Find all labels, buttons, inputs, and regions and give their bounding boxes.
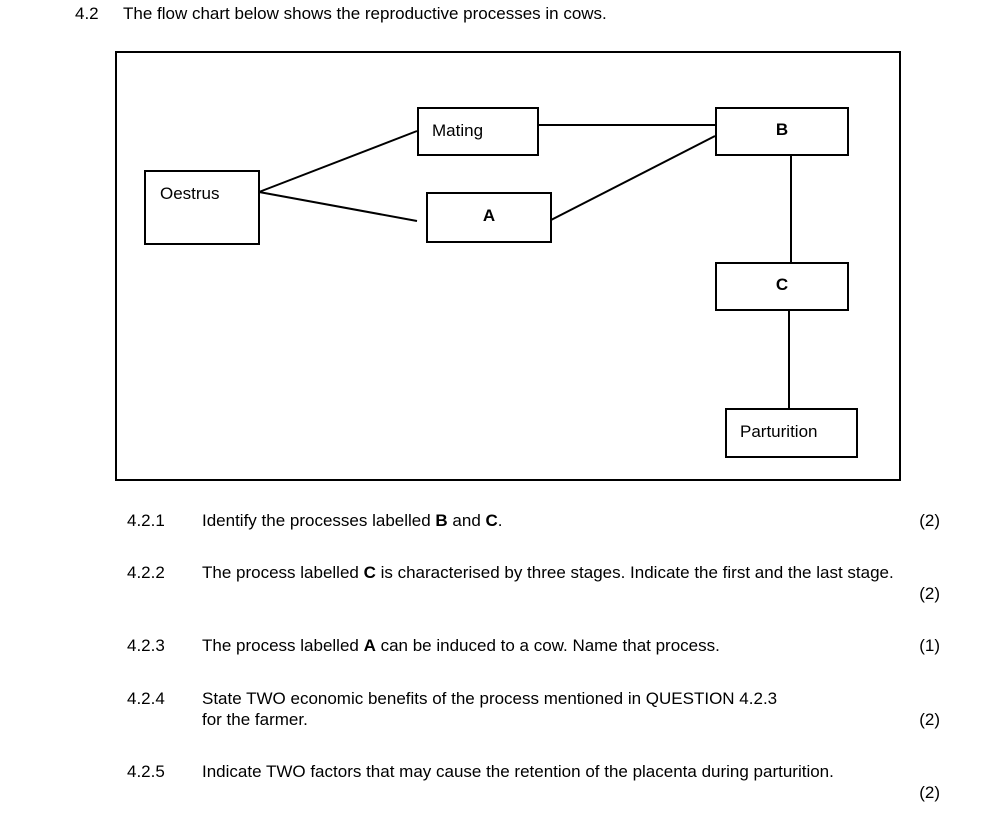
node-parturition-label: Parturition xyxy=(740,422,818,441)
node-a: A xyxy=(426,192,552,243)
subquestion-marks: (2) xyxy=(919,511,940,530)
node-a-label: A xyxy=(482,206,496,225)
flow-chart-frame xyxy=(115,51,901,481)
flow-chart-lines xyxy=(115,51,901,481)
node-c: C xyxy=(715,262,849,311)
subquestion-number: 4.2.3 xyxy=(127,636,165,655)
question-text: The flow chart below shows the reproduct… xyxy=(123,4,607,23)
subquestion-marks: (2) xyxy=(919,584,940,603)
subquestion-marks: (1) xyxy=(919,636,940,655)
subquestion-4-2-1: 4.2.1 Identify the processes labelled B … xyxy=(127,510,943,531)
connector-a-b xyxy=(550,135,716,221)
subquestion-number: 4.2.5 xyxy=(127,762,165,781)
subquestion-4-2-5: 4.2.5 Indicate TWO factors that may caus… xyxy=(127,761,943,803)
node-oestrus-label: Oestrus xyxy=(160,184,220,203)
subquestion-text: Indicate TWO factors that may cause the … xyxy=(202,762,834,781)
node-b: B xyxy=(715,107,849,156)
question-heading: 4.2 The flow chart below shows the reprod… xyxy=(75,4,607,24)
subquestion-marks: (2) xyxy=(919,783,940,802)
subquestion-text: State TWO economic benefits of the proce… xyxy=(202,689,778,729)
subquestion-text: The process labelled A can be induced to… xyxy=(202,636,720,655)
question-number: 4.2 xyxy=(75,4,99,23)
node-parturition: Parturition xyxy=(725,408,858,458)
subquestion-marks: (2) xyxy=(919,710,940,729)
subquestion-4-2-2: 4.2.2 The process labelled C is characte… xyxy=(127,562,943,604)
node-mating-label: Mating xyxy=(432,121,484,140)
subquestion-text: The process labelled C is characterised … xyxy=(202,563,894,582)
subquestion-number: 4.2.4 xyxy=(127,689,165,708)
node-c-label: C xyxy=(775,275,789,294)
connector-oestrus-mating xyxy=(258,130,418,193)
node-oestrus: Oestrus xyxy=(144,170,260,245)
subquestion-4-2-3: 4.2.3 The process labelled A can be indu… xyxy=(127,635,943,656)
node-b-label: B xyxy=(775,120,789,139)
flow-chart: Oestrus Mating A B C Parturition xyxy=(115,51,901,481)
subquestion-text: Identify the processes labelled B and C. xyxy=(202,511,503,530)
subquestion-number: 4.2.2 xyxy=(127,563,165,582)
connector-oestrus-a xyxy=(258,191,418,222)
subquestion-number: 4.2.1 xyxy=(127,511,165,530)
subquestion-4-2-4: 4.2.4 State TWO economic benefits of the… xyxy=(127,688,943,730)
node-mating: Mating xyxy=(417,107,539,156)
